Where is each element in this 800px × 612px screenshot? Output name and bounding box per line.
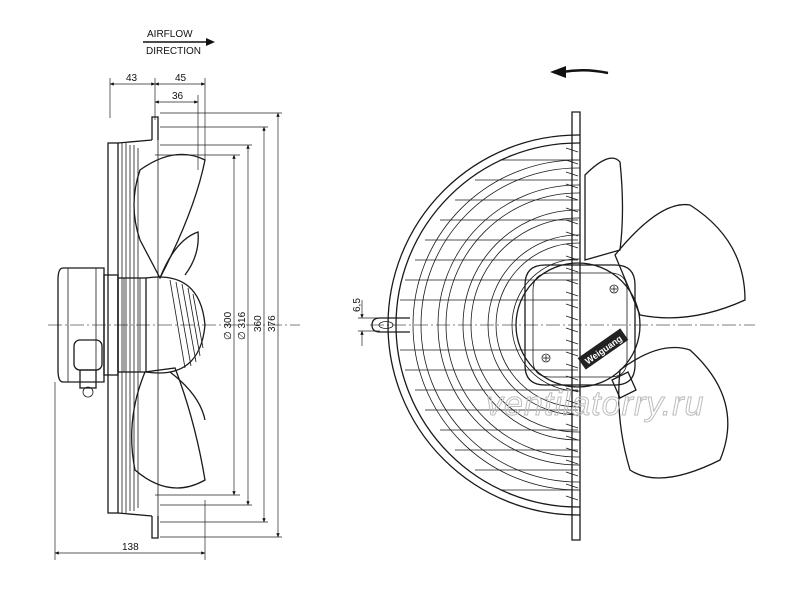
guard-tick (565, 303, 579, 309)
guard-tick (565, 387, 579, 393)
bottom-bracket (151, 516, 159, 539)
brand-text: Weiguang (583, 333, 624, 366)
guard-tick (565, 207, 579, 213)
guard-tick (565, 339, 579, 345)
guard-wires (400, 159, 578, 491)
guard-tick (565, 411, 579, 417)
dim-376: 376 (267, 315, 278, 332)
terminal-box (73, 339, 103, 371)
dim-dia-300: ∅ 300 (223, 311, 234, 340)
guard-tick (565, 279, 579, 285)
guard-tick (565, 459, 579, 465)
guard-tick (565, 351, 579, 357)
blade-side-bottom (131, 367, 206, 489)
guard-tick (565, 291, 579, 297)
dim-138: 138 (122, 542, 139, 553)
blade-front-bottom (618, 346, 729, 479)
frame-plate (107, 142, 119, 514)
guard-tick (565, 219, 579, 225)
watermark: ventilatorry.ru (486, 385, 704, 423)
blade-front-right (614, 203, 746, 319)
guard-frame-strip (565, 111, 581, 541)
dim-dia-316: ∅ 316 (237, 311, 248, 340)
guard-tick (565, 447, 579, 453)
guard-tick (565, 183, 579, 189)
guard-tick (565, 495, 579, 501)
rotation-arrow-icon (561, 69, 609, 75)
airflow-arrow-head-icon (206, 38, 215, 46)
guard-tick (565, 231, 579, 237)
cable-gland (611, 371, 637, 399)
blade-front-top (584, 157, 624, 261)
guard-rings (387, 134, 580, 516)
guard-tick (565, 195, 579, 201)
guard-tick (565, 471, 579, 477)
left-mount-tab (371, 317, 410, 333)
guard-tick (565, 435, 579, 441)
dim-43: 43 (126, 73, 138, 84)
guard-tick (565, 483, 579, 489)
rotor-dome (145, 276, 206, 374)
guard-tick (565, 315, 579, 321)
guard-tick (565, 147, 579, 153)
guard-tick (565, 327, 579, 333)
airflow-label: AIRFLOW DIRECTION (143, 29, 215, 57)
guard-tick (565, 243, 579, 249)
guard-tick (565, 399, 579, 405)
screw-bottom-icon (541, 353, 551, 363)
top-bracket (151, 116, 159, 140)
dim-45: 45 (175, 73, 187, 84)
brand-plate: Weiguang (577, 328, 629, 370)
dim-6-5: 6,5 (352, 298, 363, 312)
guard-tick (565, 423, 579, 429)
side-view: 43 45 36 (48, 73, 300, 560)
guard-tick (565, 255, 579, 261)
rotation-arrow-head-icon (550, 66, 566, 78)
motor-plate (524, 264, 636, 386)
hub (117, 277, 147, 373)
guard-tick (565, 171, 579, 177)
screw-top-icon (609, 284, 619, 294)
guard-tick (565, 159, 579, 165)
dim-36: 36 (172, 91, 184, 102)
dim-360: 360 (253, 315, 264, 332)
motor-housing (57, 267, 105, 383)
guard-tick (565, 363, 579, 369)
guard-tick (565, 267, 579, 273)
direction-text: DIRECTION (146, 46, 201, 57)
front-view: 6,5 (352, 66, 755, 541)
airflow-text: AIRFLOW (147, 29, 193, 40)
motor-front-ring (515, 262, 641, 388)
